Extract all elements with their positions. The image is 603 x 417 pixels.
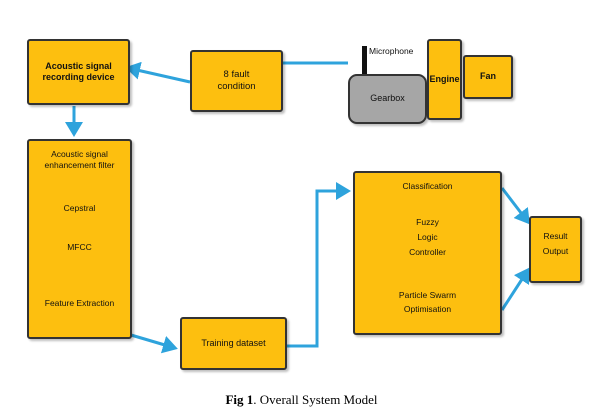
acoustic-recording-device-box: Acoustic signal recording device — [27, 39, 130, 105]
pso-label-line2: Optimisation — [403, 304, 452, 314]
fan-box: Fan — [463, 55, 513, 99]
classification-box: Classification Fuzzy Logic Controller Pa… — [353, 171, 502, 335]
classification-label: Classification — [402, 181, 453, 191]
pso-to-result-arrow — [500, 267, 530, 311]
fan-label: Fan — [479, 71, 496, 82]
acoustic-recording-device-label: Acoustic signal recording device — [42, 60, 115, 82]
training-to-classification-arrow — [287, 182, 351, 348]
result-output-box: Result Output — [529, 216, 582, 283]
classification-to-result-arrow — [500, 187, 530, 225]
figure-caption-text: . Overall System Model — [253, 392, 378, 407]
figure-caption: Fig 1. Overall System Model — [0, 392, 603, 408]
microphone-label: Microphone — [369, 46, 414, 56]
fault-condition-label: 8 fault condition — [217, 69, 256, 92]
logic-label: Logic — [417, 232, 438, 242]
training-dataset-label: Training dataset — [201, 337, 266, 348]
enhancement-filter-label: Acoustic signal enhancement filter — [44, 149, 115, 170]
mfcc-label: MFCC — [67, 242, 92, 252]
gearbox-label: Gearbox — [370, 93, 405, 104]
training-dataset-box: Training dataset — [180, 317, 287, 370]
engine-box: Engine — [427, 39, 462, 120]
filter-to-training-arrow — [130, 333, 178, 354]
cepstral-label: Cepstral — [63, 203, 96, 213]
figure-caption-label: Fig 1 — [225, 392, 254, 407]
engine-label: Engine — [429, 73, 460, 84]
pso-label-line1: Particle Swarm — [398, 290, 457, 300]
result-label: Result — [543, 231, 568, 241]
enhancement-filter-box: Acoustic signal enhancement filter Cepst… — [27, 139, 132, 339]
fault-to-recording-arrow — [125, 61, 191, 84]
fault-condition-box: 8 fault condition — [190, 50, 283, 112]
output-label: Output — [542, 246, 569, 256]
feature-extraction-label: Feature Extraction — [44, 298, 115, 308]
microphone-icon — [362, 46, 367, 74]
gearbox-box: Gearbox — [348, 74, 427, 124]
fuzzy-label: Fuzzy — [416, 217, 439, 227]
controller-label: Controller — [409, 247, 446, 257]
